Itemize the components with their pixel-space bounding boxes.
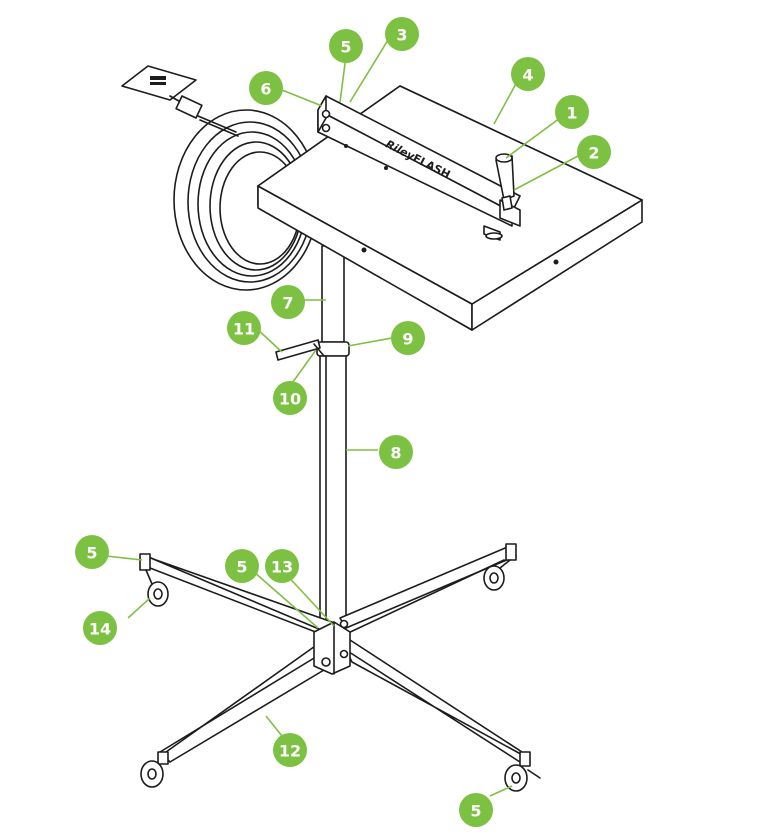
leg-front-right bbox=[345, 649, 529, 763]
badge-number: 6 bbox=[260, 80, 271, 99]
badge-number: 11 bbox=[233, 320, 255, 339]
badge-number: 5 bbox=[86, 544, 97, 563]
badge-circle bbox=[555, 95, 589, 129]
callout-badge-3: 3 bbox=[385, 17, 419, 51]
callout-badge-1: 1 bbox=[555, 95, 589, 129]
badge-circle bbox=[379, 435, 413, 469]
callout-badge-11: 11 bbox=[227, 311, 261, 345]
callout-badge-2: 2 bbox=[577, 135, 611, 169]
adjustment-handle bbox=[275, 339, 325, 361]
badge-circle bbox=[511, 57, 545, 91]
callout-badge-4: 4 bbox=[511, 57, 545, 91]
badge-number: 14 bbox=[89, 620, 111, 639]
badge-circle bbox=[577, 135, 611, 169]
badge-circle bbox=[75, 535, 109, 569]
cord-plug-tag bbox=[121, 65, 197, 101]
badge-circle bbox=[273, 733, 307, 767]
callout-badge-9: 9 bbox=[391, 321, 425, 355]
caster-back-right bbox=[483, 543, 517, 591]
badge-number: 10 bbox=[279, 390, 301, 409]
badge-circle bbox=[225, 549, 259, 583]
badge-circle bbox=[273, 381, 307, 415]
base-hub bbox=[313, 621, 351, 675]
callout-badge-6: 6 bbox=[249, 71, 283, 105]
badge-circle bbox=[249, 71, 283, 105]
badge-circle bbox=[329, 29, 363, 63]
callout-badge-13: 13 bbox=[265, 549, 299, 583]
callout-badge-10: 10 bbox=[273, 381, 307, 415]
badge-number: 7 bbox=[282, 294, 293, 313]
badge-circle bbox=[227, 311, 261, 345]
badge-number: 2 bbox=[588, 144, 599, 163]
badge-number: 3 bbox=[396, 26, 407, 45]
badge-circle bbox=[391, 321, 425, 355]
callout-badge-5: 5 bbox=[225, 549, 259, 583]
lower-post bbox=[319, 355, 347, 629]
badge-circle bbox=[83, 611, 117, 645]
leg-back-left bbox=[145, 555, 333, 633]
badge-circle bbox=[385, 17, 419, 51]
badge-number: 5 bbox=[470, 802, 481, 821]
badge-number: 5 bbox=[340, 38, 351, 57]
badge-circle bbox=[271, 285, 305, 319]
callout-badge-14: 14 bbox=[83, 611, 117, 645]
callout-badge-8: 8 bbox=[379, 435, 413, 469]
badge-circle bbox=[459, 793, 493, 827]
badge-number: 5 bbox=[236, 558, 247, 577]
badge-number: 1 bbox=[566, 104, 577, 123]
badge-number: 9 bbox=[402, 330, 413, 349]
x-base bbox=[145, 545, 529, 763]
upper-post bbox=[321, 245, 345, 343]
caster-front-left bbox=[140, 751, 169, 788]
badge-circle bbox=[265, 549, 299, 583]
leader-lines bbox=[105, 39, 579, 797]
callout-badge-7: 7 bbox=[271, 285, 305, 319]
heater-head: RileyFLASH bbox=[317, 95, 521, 241]
callout-badge-12: 12 bbox=[273, 733, 307, 767]
column bbox=[316, 245, 350, 629]
badge-number: 8 bbox=[390, 444, 401, 463]
callout-badge-5: 5 bbox=[329, 29, 363, 63]
callout-badge-5: 5 bbox=[75, 535, 109, 569]
callout-badge-5: 5 bbox=[459, 793, 493, 827]
leg-front-left bbox=[159, 651, 335, 763]
badge-number: 13 bbox=[271, 558, 293, 577]
caster-front-right bbox=[504, 751, 541, 792]
badge-number: 4 bbox=[522, 66, 533, 85]
badge-number: 12 bbox=[279, 742, 301, 761]
caster-back-left bbox=[139, 553, 169, 607]
